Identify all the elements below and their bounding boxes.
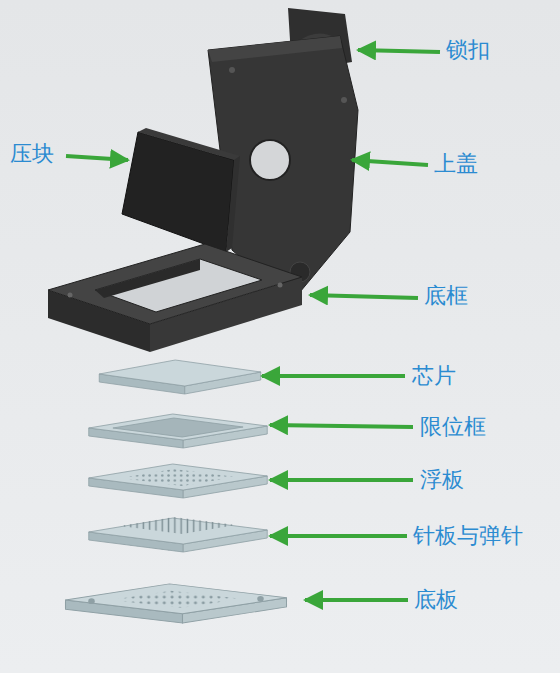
part-label: 针板与弹针 bbox=[413, 523, 523, 549]
part-label: 限位框 bbox=[420, 414, 486, 440]
part-label: 底板 bbox=[414, 587, 458, 613]
part-label: 浮板 bbox=[420, 467, 464, 493]
part-label: 芯片 bbox=[412, 363, 456, 389]
part-label: 底框 bbox=[424, 283, 468, 309]
part-label: 压块 bbox=[10, 141, 54, 167]
leader-arrow bbox=[66, 50, 440, 600]
part-label: 上盖 bbox=[434, 151, 478, 177]
part-label: 锁扣 bbox=[446, 37, 490, 63]
